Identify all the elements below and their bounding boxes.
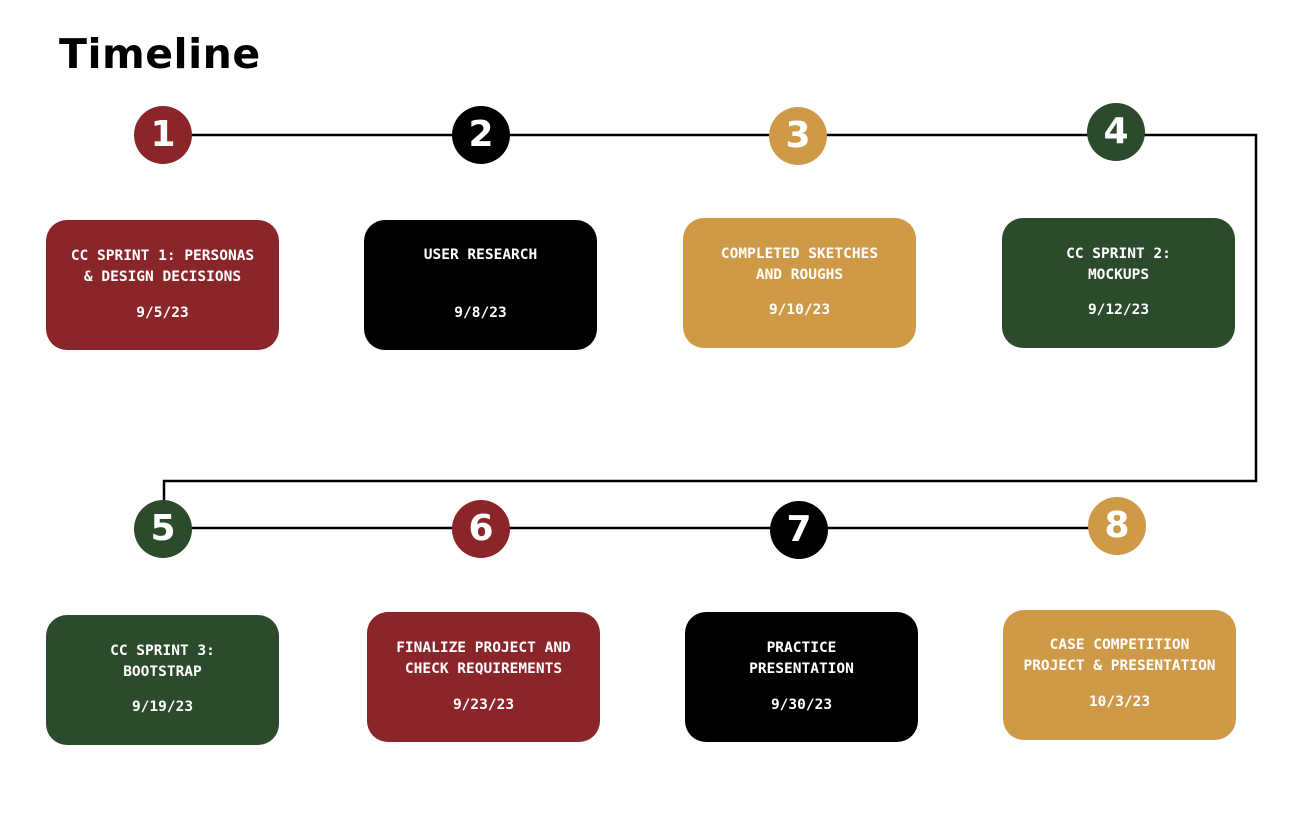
step-4-circle: 4 [1087, 103, 1145, 161]
step-3-label: COMPLETED SKETCHES AND ROUGHS [720, 246, 879, 283]
step-4-date: 9/12/23 [1087, 302, 1150, 318]
step-4-card: CC SPRINT 2: MOCKUPS 9/12/23 [1002, 218, 1235, 348]
step-3-number: 3 [785, 115, 811, 156]
step-1-card: CC SPRINT 1: PERSONAS & DESIGN DECISIONS… [46, 220, 279, 350]
step-8-label: CASE COMPETITION PROJECT & PRESENTATION [1023, 637, 1216, 674]
step-7-number: 7 [786, 509, 812, 550]
step-6-number: 6 [468, 508, 494, 549]
step-8-circle: 8 [1088, 497, 1146, 555]
page-title: Timeline [59, 30, 261, 78]
step-6-circle: 6 [452, 500, 510, 558]
step-4-number: 4 [1103, 111, 1129, 152]
step-3-card: COMPLETED SKETCHES AND ROUGHS 9/10/23 [683, 218, 916, 348]
step-2-card: USER RESEARCH 9/8/23 [364, 220, 597, 350]
step-5-number: 5 [150, 508, 176, 549]
step-7-date: 9/30/23 [770, 697, 833, 713]
step-2-date: 9/8/23 [454, 305, 507, 321]
step-2-number: 2 [468, 114, 494, 155]
step-6-date: 9/23/23 [452, 697, 515, 713]
step-1-number: 1 [150, 114, 176, 155]
step-7-circle: 7 [770, 501, 828, 559]
step-4-label: CC SPRINT 2: MOCKUPS [1066, 246, 1171, 283]
step-8-date: 10/3/23 [1088, 694, 1151, 710]
step-8-card: CASE COMPETITION PROJECT & PRESENTATION … [1003, 610, 1236, 740]
step-5-circle: 5 [134, 500, 192, 558]
step-2-circle: 2 [452, 106, 510, 164]
step-3-circle: 3 [769, 107, 827, 165]
step-6-card: FINALIZE PROJECT AND CHECK REQUIREMENTS … [367, 612, 600, 742]
step-1-label: CC SPRINT 1: PERSONAS & DESIGN DECISIONS [70, 248, 255, 285]
step-7-label: PRACTICE PRESENTATION [749, 640, 854, 677]
step-1-circle: 1 [134, 106, 192, 164]
step-5-date: 9/19/23 [131, 699, 194, 715]
step-3-date: 9/10/23 [768, 302, 831, 318]
step-7-card: PRACTICE PRESENTATION 9/30/23 [685, 612, 918, 742]
step-2-label: USER RESEARCH [423, 247, 538, 263]
step-5-card: CC SPRINT 3: BOOTSTRAP 9/19/23 [46, 615, 279, 745]
step-1-date: 9/5/23 [136, 305, 189, 321]
step-6-label: FINALIZE PROJECT AND CHECK REQUIREMENTS [396, 640, 571, 677]
step-8-number: 8 [1104, 505, 1130, 546]
step-5-label: CC SPRINT 3: BOOTSTRAP [110, 643, 215, 680]
